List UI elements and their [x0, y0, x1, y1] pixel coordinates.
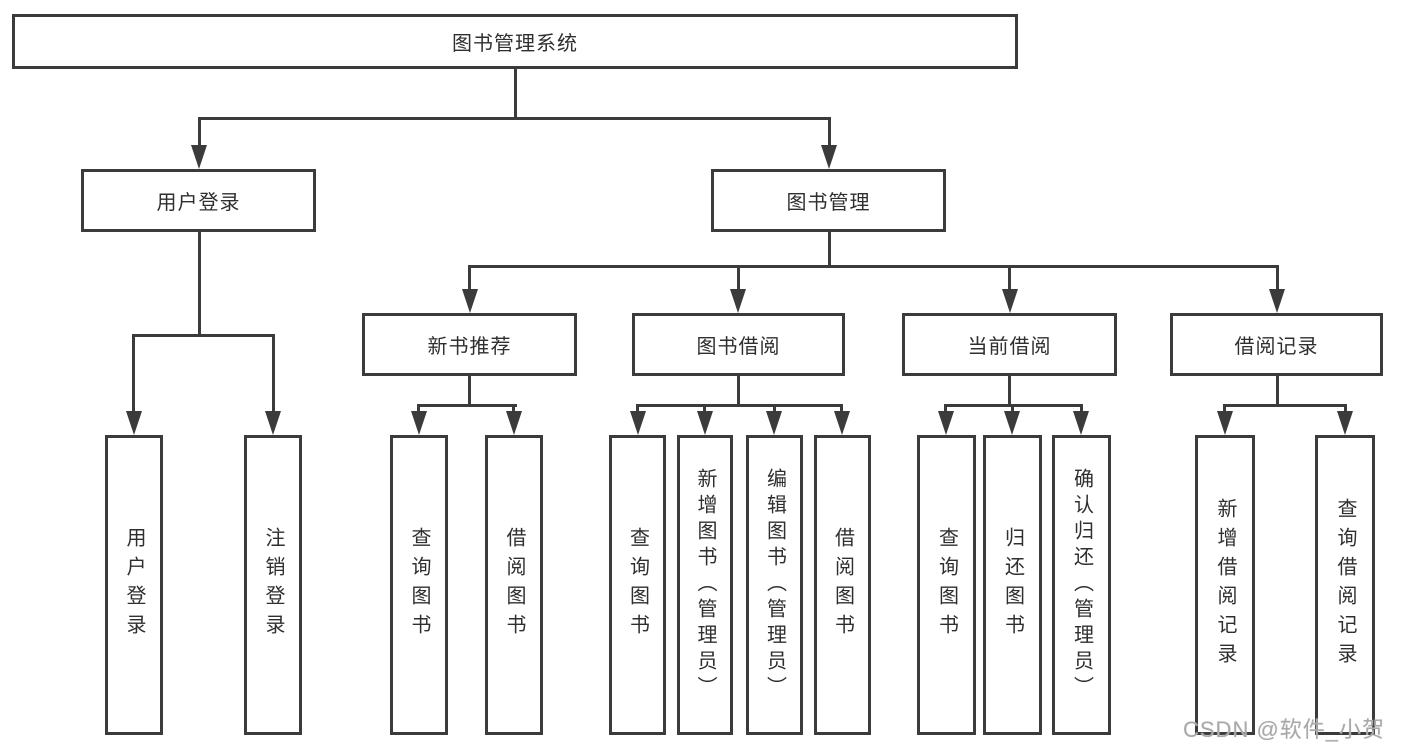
- connector-rail: [1223, 404, 1347, 407]
- leaf-query-books-current: 查询图书: [917, 435, 976, 735]
- connector-book-mgmt-stem: [828, 232, 831, 268]
- node-borrowing-records: 借阅记录: [1170, 313, 1383, 376]
- connector-drop-leaf: [944, 404, 947, 413]
- leaf-user-login: 用户登录: [105, 435, 163, 735]
- arrow-down-icon: [1337, 411, 1353, 435]
- leaf-query-books-borrowing: 查询图书: [609, 435, 666, 735]
- leaf-add-borrow-record-label: 新增借阅记录: [1214, 498, 1236, 672]
- leaf-logout: 注销登录: [244, 435, 302, 735]
- connector-drop-current-borrow: [1008, 265, 1011, 292]
- arrow-down-icon: [191, 145, 207, 169]
- leaf-borrow-books: 借阅图书: [814, 435, 871, 735]
- leaf-confirm-return-admin-label: 确认归还（管理员）: [1070, 468, 1093, 702]
- node-current-borrowing: 当前借阅: [902, 313, 1117, 376]
- arrow-down-icon: [411, 411, 427, 435]
- arrow-down-icon: [1002, 289, 1018, 313]
- node-book-management: 图书管理: [711, 169, 946, 232]
- arrow-down-icon: [834, 411, 850, 435]
- connector-drop-new-books: [468, 265, 471, 292]
- arrow-down-icon: [766, 411, 782, 435]
- arrow-down-icon: [126, 411, 142, 435]
- arrow-down-icon: [462, 289, 478, 313]
- node-root-label: 图书管理系统: [452, 33, 578, 55]
- arrow-down-icon: [265, 411, 281, 435]
- connector-drop-book-mgmt: [828, 117, 831, 148]
- csdn-watermark: CSDN @软件_小贺同学: [1183, 717, 1386, 742]
- leaf-borrow-books-recommend-label: 借阅图书: [503, 527, 525, 643]
- connector-rail: [417, 404, 517, 407]
- leaf-return-books-label: 归还图书: [1001, 527, 1024, 643]
- connector-stem: [468, 376, 471, 407]
- leaf-query-borrow-record-label: 查询借阅记录: [1334, 498, 1356, 672]
- arrow-down-icon: [938, 411, 954, 435]
- connector-rail: [636, 404, 843, 407]
- leaf-add-borrow-record: 新增借阅记录: [1195, 435, 1255, 735]
- connector-drop-borrow-records: [1276, 265, 1279, 292]
- leaf-query-books-current-label: 查询图书: [935, 527, 958, 643]
- arrow-down-icon: [1217, 411, 1233, 435]
- node-current-borrowing-label: 当前借阅: [967, 336, 1052, 358]
- connector-drop-book-borrow: [737, 265, 740, 292]
- connector-drop-leaf: [1080, 404, 1083, 413]
- leaf-logout-label: 注销登录: [262, 527, 284, 643]
- node-new-book-recommend-label: 新书推荐: [427, 336, 512, 358]
- leaf-borrow-books-recommend: 借阅图书: [485, 435, 543, 735]
- arrow-down-icon: [821, 145, 837, 169]
- leaf-query-books-recommend: 查询图书: [390, 435, 448, 735]
- arrow-down-icon: [1073, 411, 1089, 435]
- arrow-down-icon: [697, 411, 713, 435]
- leaf-edit-books-admin: 编辑图书（管理员）: [746, 435, 803, 735]
- leaf-query-books-recommend-label: 查询图书: [408, 527, 430, 643]
- connector-stem: [1008, 376, 1011, 407]
- connector-user-login-stem: [198, 232, 201, 337]
- connector-drop-leaf: [636, 404, 639, 413]
- connector-drop-leaf: [1223, 404, 1226, 413]
- node-user-login: 用户登录: [81, 169, 316, 232]
- connector-stem: [737, 376, 740, 407]
- leaf-return-books: 归还图书: [983, 435, 1042, 735]
- connector-level2-rail: [198, 117, 831, 120]
- connector-drop-leaf: [1011, 404, 1014, 413]
- connector-drop-leaf: [703, 404, 706, 413]
- connector-drop-leaf: [417, 404, 420, 413]
- node-user-login-label: 用户登录: [156, 192, 241, 214]
- arrow-down-icon: [730, 289, 746, 313]
- connector-drop-leaf: [132, 334, 135, 413]
- arrow-down-icon: [506, 411, 522, 435]
- connector-drop-leaf: [512, 404, 515, 413]
- connector-drop-leaf: [272, 334, 275, 413]
- leaf-user-login-label: 用户登录: [123, 527, 145, 643]
- node-new-book-recommend: 新书推荐: [362, 313, 577, 376]
- arrow-down-icon: [1004, 411, 1020, 435]
- leaf-edit-books-admin-label: 编辑图书（管理员）: [763, 468, 786, 702]
- arrow-down-icon: [1269, 289, 1285, 313]
- node-book-borrowing-label: 图书借阅: [696, 336, 781, 358]
- leaf-add-books-admin-label: 新增图书（管理员）: [694, 468, 716, 702]
- connector-drop-leaf: [840, 404, 843, 413]
- connector-drop-leaf: [773, 404, 776, 413]
- arrow-down-icon: [630, 411, 646, 435]
- connector-level3-rail: [468, 265, 1279, 268]
- leaf-confirm-return-admin: 确认归还（管理员）: [1052, 435, 1111, 735]
- leaf-add-books-admin: 新增图书（管理员）: [677, 435, 733, 735]
- connector-drop-leaf: [1344, 404, 1347, 413]
- node-book-borrowing: 图书借阅: [632, 313, 845, 376]
- connector-user-login-rail: [132, 334, 275, 337]
- node-borrowing-records-label: 借阅记录: [1234, 336, 1319, 358]
- connector-root-stem: [514, 69, 517, 119]
- connector-drop-user-login: [198, 117, 201, 148]
- connector-stem: [1276, 376, 1279, 407]
- leaf-query-borrow-record: 查询借阅记录: [1315, 435, 1375, 735]
- node-book-management-label: 图书管理: [786, 192, 871, 214]
- node-root: 图书管理系统: [12, 14, 1018, 69]
- leaf-query-books-borrowing-label: 查询图书: [626, 527, 649, 643]
- leaf-borrow-books-label: 借阅图书: [831, 527, 854, 643]
